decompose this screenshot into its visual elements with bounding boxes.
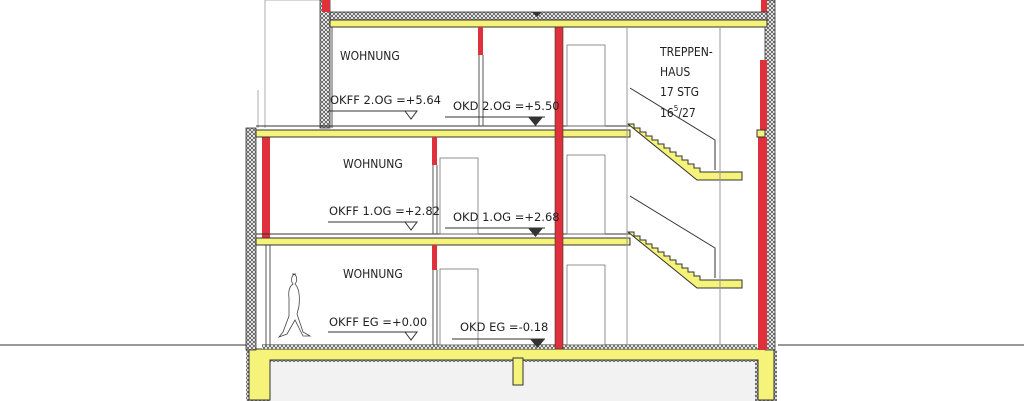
room-label-eg: WOHNUNG xyxy=(343,267,403,281)
staircase xyxy=(626,27,743,345)
room-label-1og: WOHNUNG xyxy=(343,157,403,171)
floor-slabs xyxy=(255,125,766,246)
svg-text:OKFF 1.OG =+2.82: OKFF 1.OG =+2.82 xyxy=(329,204,440,218)
svg-text:OKD EG =-0.18: OKD EG =-0.18 xyxy=(460,320,548,334)
foundation xyxy=(246,344,777,401)
outer-walls xyxy=(245,0,776,351)
svg-text:17 STG: 17 STG xyxy=(660,85,699,99)
svg-text:OKFF EG =+0.00: OKFF EG =+0.00 xyxy=(329,315,427,329)
svg-text:HAUS: HAUS xyxy=(660,65,690,79)
neighbour-outline xyxy=(257,0,320,128)
interior-walls xyxy=(432,26,564,350)
level-marker-2og: OKFF 2.OG =+5.64 OKD 2.OG =+5.50 xyxy=(328,93,560,126)
level-marker-1og: OKFF 1.OG =+2.82 OKD 1.OG =+2.68 xyxy=(328,204,560,237)
person-figure-icon xyxy=(277,273,312,338)
doors xyxy=(439,44,606,346)
svg-text:OKD 2.OG =+5.50: OKD 2.OG =+5.50 xyxy=(453,99,560,113)
svg-text:TREPPEN-: TREPPEN- xyxy=(659,45,713,59)
svg-text:165/27: 165/27 xyxy=(660,104,696,120)
room-label-2og: WOHNUNG xyxy=(340,49,400,63)
stair-label: TREPPEN- HAUS 17 STG 165/27 xyxy=(659,45,713,120)
svg-text:OKFF 2.OG =+5.64: OKFF 2.OG =+5.64 xyxy=(330,93,441,107)
roof xyxy=(329,11,768,28)
svg-text:OKD 1.OG =+2.68: OKD 1.OG =+2.68 xyxy=(453,210,560,224)
level-marker-eg: OKFF EG =+0.00 OKD EG =-0.18 xyxy=(328,315,548,348)
